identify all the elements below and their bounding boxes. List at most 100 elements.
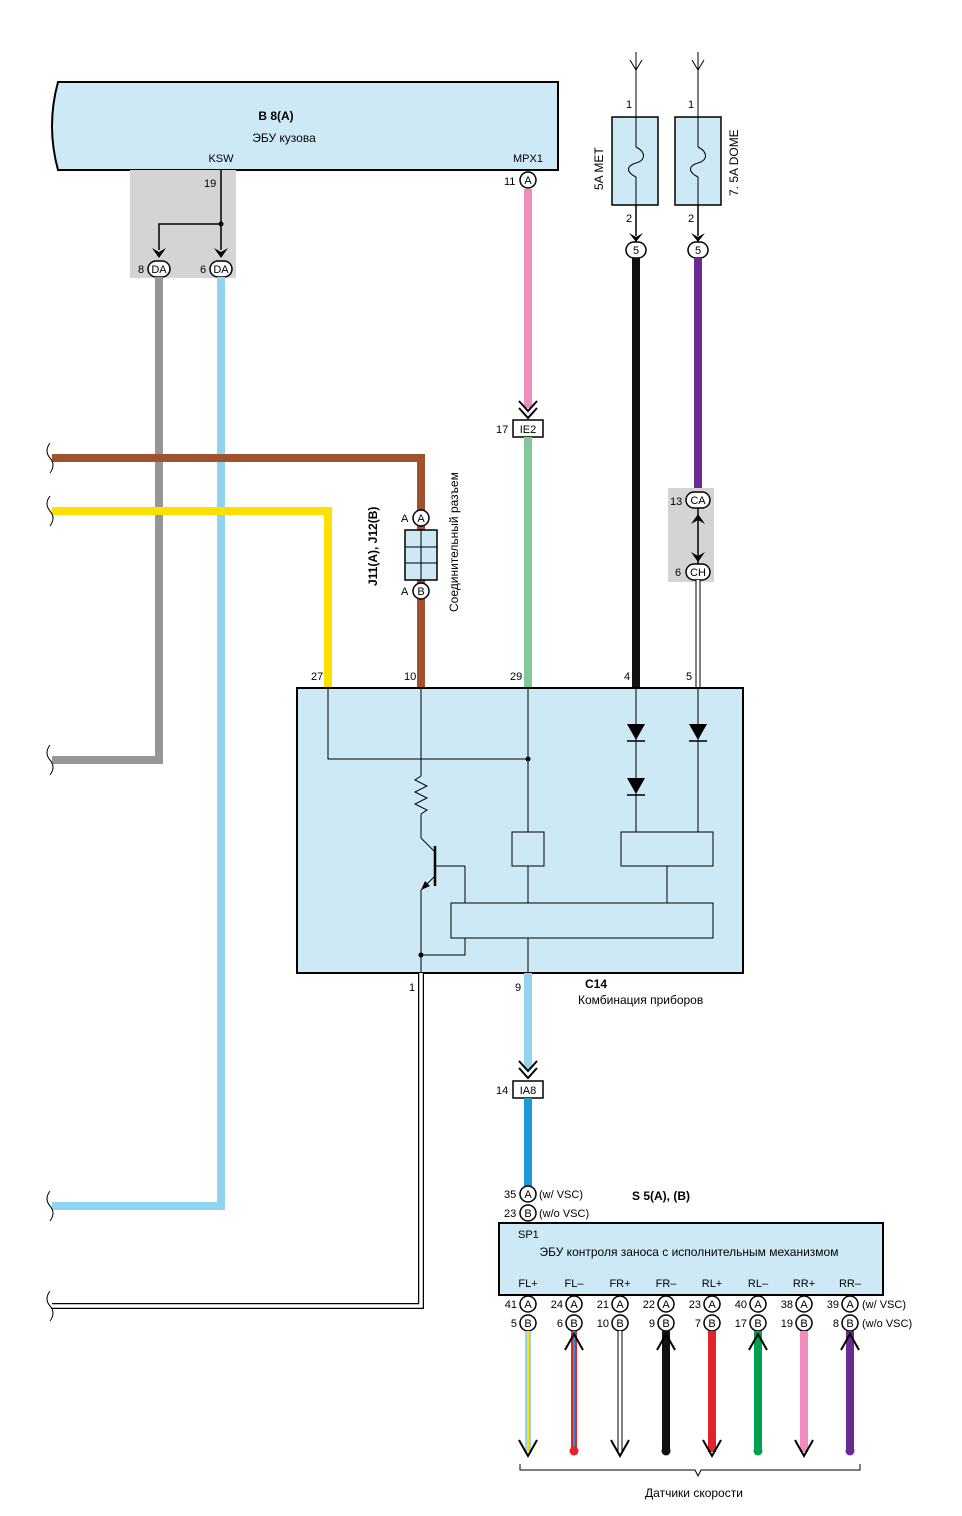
ch-tag: CH <box>690 567 706 579</box>
terminal-label: RL+ <box>702 1278 723 1290</box>
break-mark-yellow <box>46 495 54 527</box>
svg-text:1: 1 <box>409 982 415 994</box>
svg-text:1: 1 <box>688 99 694 111</box>
svg-text:23: 23 <box>504 1208 516 1220</box>
junction-conn-b <box>412 582 430 600</box>
combo-meter-box <box>296 687 744 974</box>
terminal-tag-b: B <box>800 1318 807 1330</box>
terminal-tag-a: A <box>846 1299 854 1311</box>
ie2-tag: IE2 <box>520 424 537 436</box>
svg-text:27: 27 <box>311 671 323 683</box>
terminal-label: FL– <box>565 1278 585 1290</box>
terminal-tag-b: B <box>616 1318 623 1330</box>
terminal-tag-a: A <box>616 1299 624 1311</box>
white-double-wire <box>52 973 424 1309</box>
ca-tag: CA <box>690 495 706 507</box>
svg-text:(w/o VSC): (w/o VSC) <box>539 1208 589 1220</box>
terminal-pin-b: 6 <box>557 1318 563 1330</box>
terminal-tag-a: A <box>754 1299 762 1311</box>
break-mark-brown <box>46 442 54 474</box>
terminal-tag-a: A <box>662 1299 670 1311</box>
svg-text:4: 4 <box>624 671 630 683</box>
svg-text:29: 29 <box>510 671 522 683</box>
terminal-pin-a: 39 <box>827 1299 839 1311</box>
yellow-wire <box>52 507 332 688</box>
terminal-pin-a: 23 <box>689 1299 701 1311</box>
svg-text:1: 1 <box>626 99 632 111</box>
terminal-conn-a <box>611 1295 629 1313</box>
svg-text:5: 5 <box>695 245 701 257</box>
terminal-label: RL– <box>748 1278 769 1290</box>
terminal-tag-b: B <box>570 1318 577 1330</box>
gray-wire <box>52 277 163 764</box>
break-mark-white <box>46 1290 54 1322</box>
body-ecu-box <box>51 81 559 171</box>
terminal-tag-b: B <box>846 1318 853 1330</box>
terminal-label: RR– <box>839 1278 862 1290</box>
terminal-tag-b: B <box>662 1318 669 1330</box>
mpx-pin-11: 11 <box>504 176 515 188</box>
svg-text:2: 2 <box>688 213 694 225</box>
junction-conn-a <box>412 509 430 527</box>
terminal-conn-a <box>657 1295 675 1313</box>
combo-name: Комбинация приборов <box>578 993 703 1007</box>
combo-ref: C14 <box>585 977 607 991</box>
skid-in-a <box>519 1185 537 1203</box>
terminal-pin-a: 24 <box>551 1299 563 1311</box>
terminal-conn-a <box>703 1295 721 1313</box>
terminal-pin-a: 40 <box>735 1299 747 1311</box>
terminal-pin-b: 19 <box>781 1318 793 1330</box>
terminal-pin-b: 17 <box>735 1318 747 1330</box>
terminal-label: RR+ <box>793 1278 815 1290</box>
skid-in-b <box>519 1204 537 1222</box>
skid-ecu-box <box>498 1222 884 1296</box>
arrow-down-icon <box>794 1439 814 1459</box>
terminal-tag-a: A <box>800 1299 808 1311</box>
terminal-tag-a: A <box>570 1299 578 1311</box>
terminal-pin-b: 7 <box>695 1318 701 1330</box>
terminal-label: FR– <box>656 1278 678 1290</box>
body-ecu-mpx-label: MPX1 <box>513 153 543 165</box>
terminal-conn-a <box>749 1295 767 1313</box>
terminal-pin-a: 21 <box>597 1299 609 1311</box>
terminal-tag-b: B <box>754 1318 761 1330</box>
svg-text:A: A <box>401 513 409 525</box>
mpx-conn-a <box>519 171 537 189</box>
ia8-tag: IA8 <box>520 1085 537 1097</box>
arrow-up-icon <box>564 1331 584 1351</box>
terminal-conn-a <box>841 1295 859 1313</box>
terminal-pin-b: 9 <box>649 1318 655 1330</box>
da-tag-6: DA <box>213 264 229 276</box>
terminal-tag-a: A <box>708 1299 716 1311</box>
body-ecu-ksw-label: KSW <box>208 153 234 165</box>
arrow-down-icon <box>702 1439 722 1459</box>
svg-text:9: 9 <box>515 982 521 994</box>
body-ecu-ref: B 8(A) <box>258 109 293 123</box>
svg-text:5: 5 <box>633 245 639 257</box>
fuse-met-label: 5A MET <box>592 147 606 190</box>
terminal-pin-a: 22 <box>643 1299 655 1311</box>
terminal-pin-a: 38 <box>781 1299 793 1311</box>
terminal-tag-b: B <box>524 1318 531 1330</box>
svg-text:(w/o VSC): (w/o VSC) <box>862 1318 912 1330</box>
svg-text:5: 5 <box>686 671 692 683</box>
break-mark-gray <box>46 744 54 776</box>
svg-text:(w/ VSC): (w/ VSC) <box>539 1189 583 1201</box>
terminal-pin-b: 5 <box>511 1318 517 1330</box>
junction-label: Соединительный разъем <box>447 472 461 612</box>
ia8-num: 14 <box>496 1085 508 1097</box>
svg-text:A: A <box>417 513 425 525</box>
arrow-down-icon <box>518 1439 538 1459</box>
brown-wire <box>52 454 425 688</box>
terminal-label: FR+ <box>609 1278 630 1290</box>
svg-text:B: B <box>524 1208 531 1220</box>
skid-ecu-sp1: SP1 <box>518 1229 539 1241</box>
skid-ecu-name: ЭБУ контроля заноса с исполнительным мех… <box>540 1245 839 1259</box>
da-num-8: 8 <box>138 264 144 276</box>
terminal-conn-a <box>565 1295 583 1313</box>
svg-text:B: B <box>417 586 424 598</box>
junction-ref: J11(A), J12(B) <box>366 507 380 586</box>
svg-text:10: 10 <box>404 671 416 683</box>
ch-num: 6 <box>675 567 681 579</box>
